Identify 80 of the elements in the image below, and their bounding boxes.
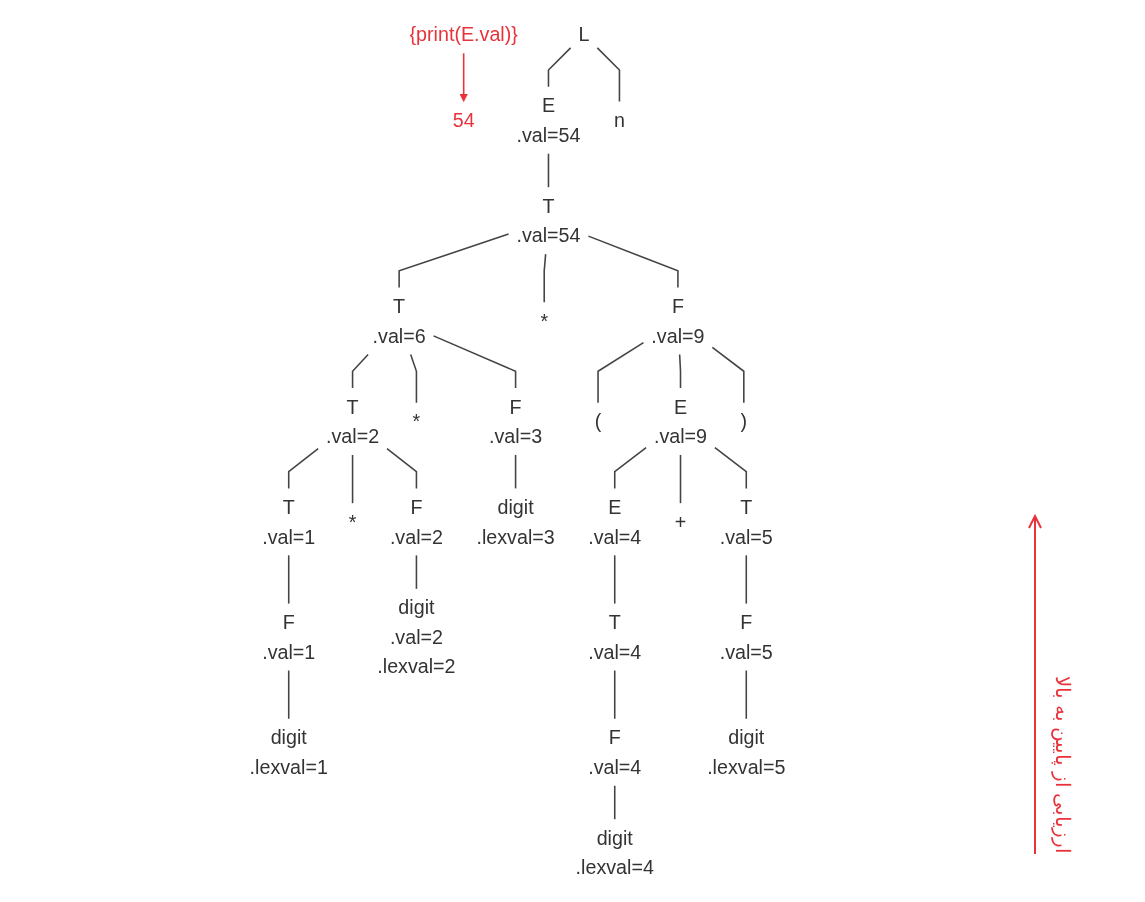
node-label: .val=4 [588, 641, 642, 663]
node-text: * [348, 511, 357, 533]
connector [587, 235, 679, 289]
node-text: digit [728, 726, 765, 749]
node-label: .lexval=2 [377, 655, 456, 678]
connector [415, 554, 418, 590]
node-text: * [540, 310, 549, 332]
node-text: T [542, 195, 555, 217]
node-text: F [410, 496, 423, 518]
node-text: F [740, 611, 753, 634]
node-label: .lexval=5 [707, 756, 786, 778]
node-text: n [613, 109, 625, 132]
node-label: .val=4 [588, 525, 642, 548]
connector [398, 233, 510, 289]
connector [351, 353, 369, 389]
connector [287, 554, 290, 605]
node-label: .val=5 [719, 641, 773, 663]
node-label: .lexval=3 [476, 525, 555, 548]
connector [287, 447, 319, 490]
connector [711, 346, 745, 404]
node-text: E [608, 496, 622, 518]
node-label: .val=2 [389, 525, 443, 548]
connector [613, 446, 647, 490]
connector [432, 335, 517, 389]
connector [597, 341, 645, 404]
node-text: + [674, 511, 687, 533]
connector [386, 447, 418, 490]
connector [596, 47, 621, 103]
node-text: F [282, 611, 295, 634]
node-text: digit [497, 496, 534, 518]
node-text: {print(E.val)} [409, 23, 518, 46]
node-label: .val=54 [516, 224, 581, 247]
connector [613, 669, 616, 720]
node-text: * [412, 410, 421, 433]
node-text: digit [398, 596, 435, 619]
node-label: .val=54 [516, 124, 581, 146]
node-text: F [608, 726, 621, 749]
node-text: digit [270, 726, 307, 749]
connector [514, 454, 517, 490]
node-text: F [509, 395, 522, 418]
node-text: T [282, 496, 295, 518]
connector [745, 669, 748, 720]
connector [287, 669, 290, 720]
node-text: digit [596, 827, 633, 849]
connector [678, 353, 682, 389]
node-text: E [541, 94, 556, 117]
connector [543, 253, 547, 304]
node-text: L [578, 23, 590, 46]
node-text: T [608, 611, 621, 634]
node-text: ( [594, 410, 602, 433]
node-label: .val=9 [653, 425, 708, 448]
connector [547, 152, 550, 188]
connector [745, 554, 748, 605]
connector [613, 784, 616, 820]
node-text: ) [740, 410, 748, 433]
connector [613, 554, 616, 605]
node-label: .val=2 [389, 626, 443, 648]
note-text: ارزیابی از پایین به بالا [1051, 675, 1075, 854]
node-label: .val=1 [262, 641, 316, 663]
node-label: .val=3 [489, 425, 543, 448]
node-text: T [740, 496, 753, 518]
node-text: T [346, 395, 359, 418]
connector [409, 353, 418, 404]
node-label: .val=4 [588, 756, 642, 778]
node-label: .val=1 [262, 525, 316, 548]
node-label: .val=2 [326, 425, 380, 448]
node-text: T [393, 295, 406, 318]
node-text: F [671, 295, 684, 318]
node-label: .val=6 [372, 324, 426, 347]
node-label: .lexval=1 [249, 756, 328, 778]
connector [547, 47, 572, 88]
arrow [459, 52, 468, 102]
node-text: E [673, 395, 688, 418]
connector [714, 446, 748, 490]
node-text: 54 [452, 109, 475, 132]
node-label: .val=5 [719, 525, 773, 548]
node-label: .lexval=4 [575, 856, 654, 879]
connector [679, 454, 682, 504]
node-label: .val=9 [651, 324, 705, 347]
connector [351, 454, 354, 504]
